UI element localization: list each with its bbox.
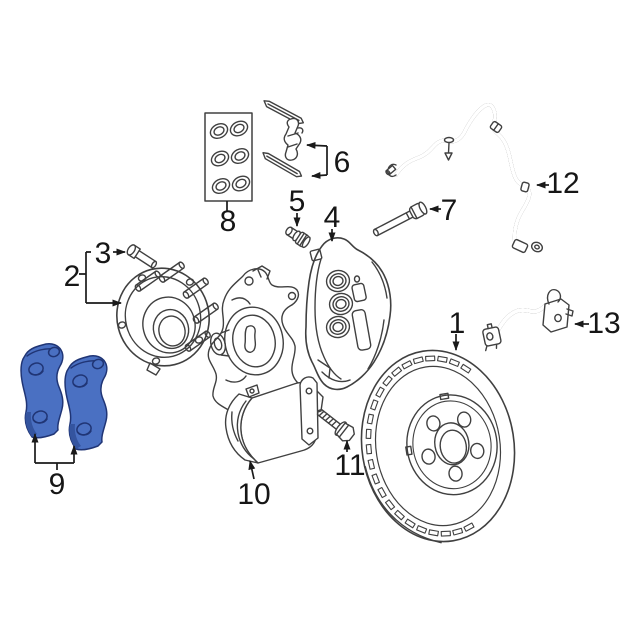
arrow-6a (306, 141, 328, 149)
dust-shield-drawing (224, 376, 319, 464)
seal-rings (209, 120, 251, 195)
part-labels: 1 2 3 4 5 6 7 8 9 10 11 12 13 (49, 146, 621, 511)
sensor-connector (511, 238, 544, 254)
part-label-8: 8 (220, 205, 237, 238)
bleeder-screw-drawing (285, 226, 311, 249)
brake-rotor-drawing (360, 349, 516, 544)
brake-pad-outer (20, 343, 64, 439)
part-label-3: 3 (95, 237, 112, 270)
part-label-9: 9 (49, 468, 66, 501)
seal-kit-drawing (204, 112, 253, 202)
part-label-11: 11 (334, 449, 365, 482)
guide-pin-drawing (372, 201, 428, 237)
part-label-12: 12 (546, 167, 579, 200)
callout-lines (31, 141, 589, 480)
hose-bracket-drawing (482, 288, 574, 352)
rotor-hub-hat (405, 392, 498, 496)
brake-caliper-drawing (304, 237, 392, 391)
rotor-vent-slots (365, 355, 475, 537)
harness-clip (443, 136, 455, 161)
bracket-9 (35, 462, 74, 470)
brake-pads-drawing (20, 343, 108, 451)
part-label-4: 4 (324, 201, 341, 234)
wheel-hub-drawing (116, 261, 219, 376)
arrow-10 (248, 460, 256, 480)
part-label-13: 13 (587, 307, 620, 340)
harness-clip (520, 181, 530, 193)
part-label-6: 6 (334, 146, 351, 179)
part-label-7: 7 (441, 194, 458, 227)
harness-clip (489, 120, 503, 134)
part-label-5: 5 (289, 185, 306, 218)
bracket-2 (79, 251, 91, 303)
arrow-6b (311, 171, 328, 179)
caliper-pistons (325, 269, 354, 339)
brake-pad-inner (64, 355, 108, 451)
abs-harness-drawing (385, 103, 544, 254)
hub-bolt-drawing (126, 244, 158, 269)
mounting-bolt-drawing (316, 408, 355, 442)
part-label-2: 2 (64, 260, 81, 293)
retainer-clips-drawing (262, 100, 305, 178)
part-label-10: 10 (237, 478, 270, 511)
part-label-1: 1 (449, 307, 466, 340)
wheel-studs (134, 261, 219, 352)
